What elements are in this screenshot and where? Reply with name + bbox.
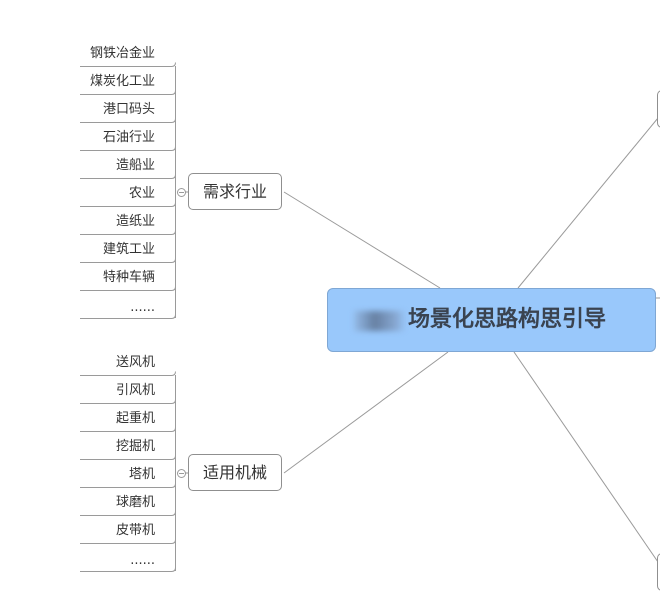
leaf-topic[interactable]: 挖掘机	[115, 439, 155, 454]
leaf-topic[interactable]: 港口码头	[102, 102, 155, 117]
leaf-topic[interactable]: 塔机	[128, 467, 155, 482]
leaf-topic[interactable]: 煤炭化工业	[89, 74, 155, 89]
leaf-topic[interactable]: 钢铁冶金业	[89, 46, 155, 61]
leaf-topic[interactable]: 造船业	[115, 158, 155, 173]
leaf-topic[interactable]: 引风机	[115, 383, 155, 398]
connector-root-industries	[283, 191, 441, 289]
leaf-topic[interactable]: 特种车辆	[102, 270, 155, 285]
leaf-underline	[80, 118, 176, 123]
leaf-topic[interactable]: 造纸业	[115, 214, 155, 229]
leaf-underline	[80, 314, 176, 319]
leaf-topic[interactable]: ......	[130, 553, 155, 568]
leaf-underline	[80, 286, 176, 291]
leaf-underline	[80, 146, 176, 151]
leaf-underline	[80, 427, 176, 432]
root-topic-title: 场景化思路构思引导	[408, 307, 607, 332]
root-topic[interactable]: 场景化思路构思引导	[327, 288, 656, 352]
leaf-underline	[80, 90, 176, 95]
leaf-underline	[80, 567, 176, 572]
leaf-topic[interactable]: 皮带机	[115, 523, 155, 538]
leaf-underline	[80, 483, 176, 488]
branch-topic-industries[interactable]: 需求行业	[188, 173, 282, 210]
branch-topic-label: 适用机械	[202, 463, 267, 482]
leaf-underline	[80, 539, 176, 544]
leaf-underline	[80, 202, 176, 207]
leaf-topic[interactable]: 石油行业	[102, 130, 155, 145]
blurred-logo	[354, 311, 406, 331]
leaf-topic[interactable]: 球磨机	[115, 495, 155, 510]
leaf-topic[interactable]: 建筑工业	[102, 242, 155, 257]
leaf-topic[interactable]: ......	[130, 300, 155, 315]
connector-root-top-right	[517, 117, 659, 289]
connector-root-machinery	[283, 351, 449, 474]
connector-root-bottom-right	[513, 351, 659, 563]
branch-topic-machinery[interactable]: 适用机械	[188, 454, 282, 491]
leaf-topic[interactable]: 送风机	[115, 355, 155, 370]
branch-topic-label: 需求行业	[202, 182, 267, 201]
leaf-underline	[80, 371, 176, 376]
leaf-underline	[80, 455, 176, 460]
leaf-underline	[80, 174, 176, 179]
leaf-underline	[80, 511, 176, 516]
leaf-underline	[80, 258, 176, 263]
leaf-underline	[80, 230, 176, 235]
collapse-toggle-icon[interactable]	[177, 469, 186, 478]
leaf-topic[interactable]: 起重机	[115, 411, 155, 426]
leaf-underline	[80, 62, 176, 67]
collapse-toggle-icon[interactable]	[177, 188, 186, 197]
leaf-topic[interactable]: 农业	[128, 186, 155, 201]
leaf-underline	[80, 399, 176, 404]
